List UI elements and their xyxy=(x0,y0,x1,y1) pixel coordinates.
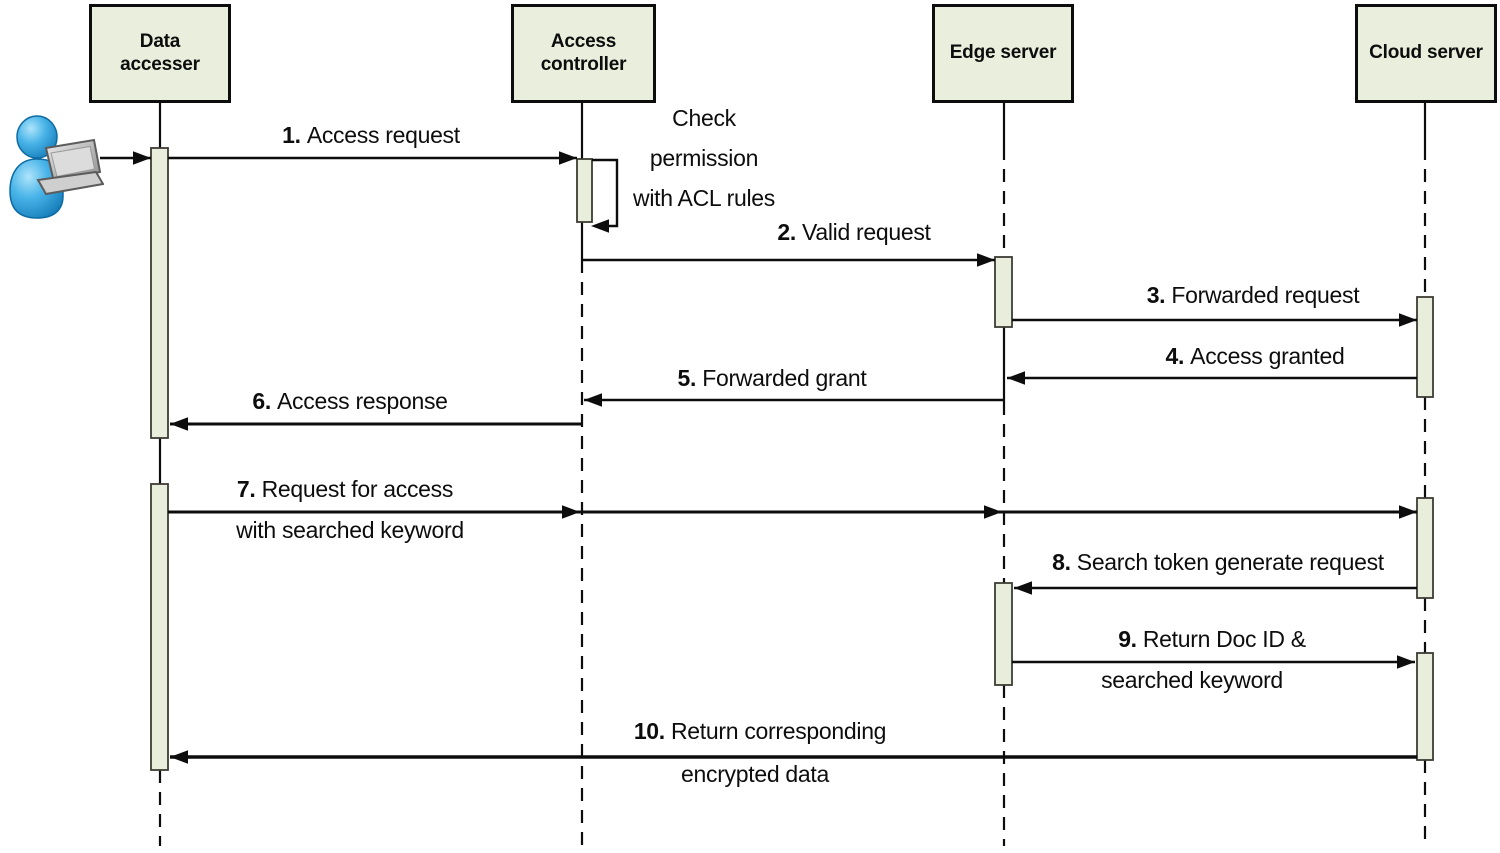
participant-label-access-controller: Access controller xyxy=(540,31,627,75)
self-call-note-line-1: Check xyxy=(672,105,736,131)
arrowhead-msg-10 xyxy=(170,750,188,764)
activation-bar-cloud-server-6 xyxy=(1416,497,1434,599)
self-call-note-line-3: with ACL rules xyxy=(633,185,775,211)
activation-bar-access-controller-2 xyxy=(576,158,593,223)
arrowhead-check-permission-loop xyxy=(591,219,609,233)
arrowhead-msg-6 xyxy=(170,417,188,431)
message-label-msg-4: 4. Access granted xyxy=(1165,343,1345,369)
participant-label-data-accesser: Data accesser xyxy=(120,31,200,75)
participant-box-cloud-server: Cloud server xyxy=(1355,4,1497,103)
message-label-msg-2: 2. Valid request xyxy=(777,219,931,245)
activation-bar-edge-server-4 xyxy=(994,582,1013,686)
message-label-msg-7: 7. Request for access xyxy=(236,476,454,502)
message-label-msg-6: 6. Access response xyxy=(252,388,448,414)
activation-bar-data-accesser-0 xyxy=(150,147,169,439)
arrowhead-msg-5 xyxy=(584,393,602,407)
message-label2-msg-10: encrypted data xyxy=(681,761,829,787)
activation-bar-edge-server-3 xyxy=(994,256,1013,328)
arrowhead-msg-8 xyxy=(1014,581,1032,595)
arrowhead-msg-7 xyxy=(1399,505,1417,519)
user-with-laptop-icon xyxy=(9,115,104,219)
activation-bar-data-accesser-1 xyxy=(150,483,169,771)
arrowhead-msg-7-mid-1 xyxy=(984,505,1002,519)
arrowhead-msg-3 xyxy=(1399,313,1417,327)
message-label2-msg-9: searched keyword xyxy=(1101,667,1283,693)
message-label-msg-1: 1. Access request xyxy=(282,122,460,148)
arrowhead-user-to-data-accesser xyxy=(133,151,151,165)
participant-box-edge-server: Edge server xyxy=(932,4,1074,103)
arrowhead-msg-2 xyxy=(977,253,995,267)
participant-box-access-controller: Access controller xyxy=(511,4,656,103)
activation-bar-cloud-server-5 xyxy=(1416,296,1434,398)
message-label-msg-9: 9. Return Doc ID & xyxy=(1118,626,1306,652)
arrowhead-msg-9 xyxy=(1397,655,1415,669)
message-label-msg-8: 8. Search token generate request xyxy=(1052,549,1384,575)
self-call-note-line-2: permission xyxy=(649,145,759,171)
arrowhead-msg-1 xyxy=(559,151,577,165)
message-label-msg-3: 3. Forwarded request xyxy=(1146,282,1360,308)
self-call-loop-check-permission-loop xyxy=(592,158,619,228)
message-label-msg-5: 5. Forwarded grant xyxy=(677,365,867,391)
participant-label-cloud-server: Cloud server xyxy=(1369,42,1483,64)
activation-bar-cloud-server-7 xyxy=(1416,652,1434,761)
message-label2-msg-7: with searched keyword xyxy=(236,517,464,543)
participant-label-edge-server: Edge server xyxy=(949,42,1057,64)
arrowhead-msg-4 xyxy=(1007,371,1025,385)
participant-box-data-accesser: Data accesser xyxy=(89,4,231,103)
message-label-msg-10: 10. Return corresponding xyxy=(633,718,887,744)
arrowhead-msg-7-mid-0 xyxy=(562,505,580,519)
